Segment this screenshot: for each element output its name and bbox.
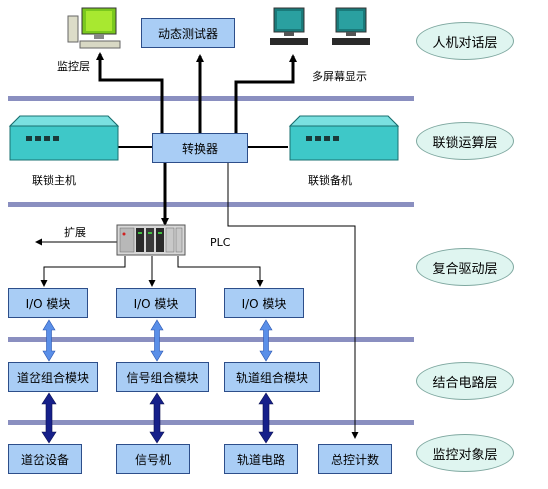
circuit-object-arrow-2 xyxy=(149,392,165,444)
plc-label: PLC xyxy=(210,236,231,249)
bus-bar-1 xyxy=(8,96,414,101)
monitor-computer-icon xyxy=(62,6,124,54)
expand-label: 扩展 xyxy=(64,226,86,239)
link-io-3 xyxy=(177,256,264,287)
link-multiscreen xyxy=(234,54,297,133)
display-computer-icon-2 xyxy=(328,6,372,50)
link-monitor xyxy=(96,52,164,133)
circuit-object-arrow-3 xyxy=(258,392,274,444)
io-module-1[interactable]: I/O 模块 xyxy=(8,288,88,318)
plc-device-icon xyxy=(116,224,186,256)
link-io-1 xyxy=(40,256,126,287)
track-circuit-box[interactable]: 轨道电路 xyxy=(224,444,298,474)
bus-bar-2 xyxy=(8,202,414,207)
total-count-box[interactable]: 总控计数 xyxy=(318,444,392,474)
monitor-label: 监控层 xyxy=(57,60,90,73)
display-computer-icon-1 xyxy=(266,6,310,50)
dynamic-tester-box[interactable]: 动态测试器 xyxy=(141,18,235,48)
link-total-count xyxy=(227,163,359,439)
layer-label-human-machine: 人机对话层 xyxy=(416,22,514,60)
circuit-object-arrow-1 xyxy=(41,392,57,444)
converter-box[interactable]: 转换器 xyxy=(152,133,248,163)
io-circuit-arrow-2 xyxy=(150,319,164,362)
io-circuit-arrow-1 xyxy=(42,319,56,362)
track-combination-module[interactable]: 轨道组合模块 xyxy=(224,362,320,392)
layer-label-drive: 复合驱动层 xyxy=(416,248,514,286)
main-host-icon xyxy=(8,114,120,162)
io-module-2[interactable]: I/O 模块 xyxy=(116,288,196,318)
io-circuit-arrow-3 xyxy=(259,319,273,362)
layer-label-object: 监控对象层 xyxy=(416,434,514,472)
layer-label-circuit: 结合电路层 xyxy=(416,362,514,400)
bus-bar-3 xyxy=(8,337,414,342)
layer-label-interlock: 联锁运算层 xyxy=(416,122,514,160)
signal-combination-module[interactable]: 信号组合模块 xyxy=(116,362,209,392)
backup-host-icon xyxy=(288,114,400,162)
main-host-label: 联锁主机 xyxy=(32,174,76,187)
io-module-3[interactable]: I/O 模块 xyxy=(224,288,304,318)
multi-screen-label: 多屏幕显示 xyxy=(312,70,367,83)
switch-equipment-box[interactable]: 道岔设备 xyxy=(8,444,82,474)
signal-machine-box[interactable]: 信号机 xyxy=(116,444,190,474)
bus-bar-4 xyxy=(8,420,414,425)
switch-combination-module[interactable]: 道岔组合模块 xyxy=(8,362,98,392)
backup-host-label: 联锁备机 xyxy=(308,174,352,187)
